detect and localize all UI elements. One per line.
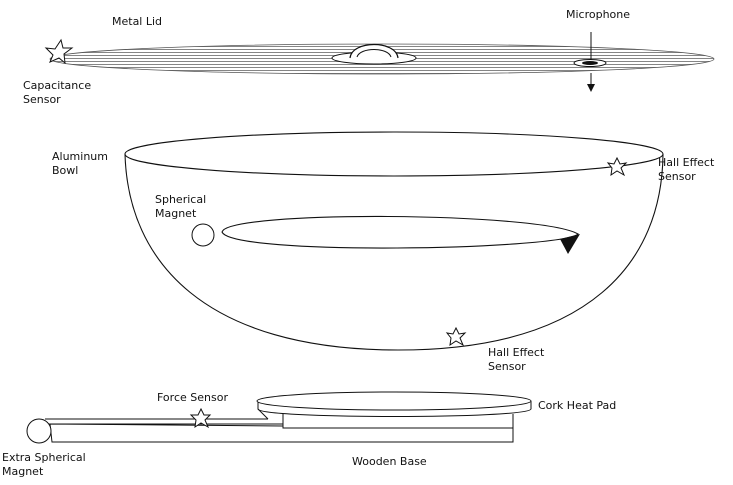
label-microphone: Microphone (566, 8, 630, 21)
label-aluminum-bowl: Aluminum Bowl (52, 150, 111, 177)
hall-effect-sensor-bottom-star-icon (445, 326, 467, 347)
label-spherical-magnet: Spherical Magnet (155, 193, 210, 220)
lid-handle-icon (331, 44, 417, 65)
microphone-icon (573, 32, 607, 92)
label-hall-effect-sensor-bottom: Hall Effect Sensor (488, 346, 548, 373)
capacitance-sensor-star-icon (44, 38, 74, 65)
magnet-orbit (221, 215, 580, 254)
base-assembly (26, 391, 532, 444)
extra-spherical-magnet (26, 418, 52, 444)
force-sensor-bar (45, 408, 270, 425)
orbit-arrowhead-icon (560, 234, 580, 254)
bowl-rim (124, 131, 664, 177)
bowl-body (124, 153, 664, 351)
label-cork-heat-pad: Cork Heat Pad (538, 399, 616, 412)
label-force-sensor: Force Sensor (157, 391, 228, 404)
label-hall-effect-sensor-top: Hall Effect Sensor (658, 156, 718, 183)
force-sensor-star-icon (189, 407, 212, 429)
label-extra-spherical-magnet: Extra Spherical Magnet (2, 451, 89, 478)
label-wooden-base: Wooden Base (352, 455, 427, 468)
cork-heat-pad (256, 391, 532, 417)
metal-lid (44, 32, 715, 92)
spherical-magnet (191, 223, 215, 247)
label-capacitance-sensor: Capacitance Sensor (23, 79, 95, 106)
wooden-base (49, 414, 514, 443)
hall-effect-sensor-star-icon (606, 156, 628, 177)
label-metal-lid: Metal Lid (112, 15, 162, 28)
aluminum-bowl (124, 131, 664, 351)
